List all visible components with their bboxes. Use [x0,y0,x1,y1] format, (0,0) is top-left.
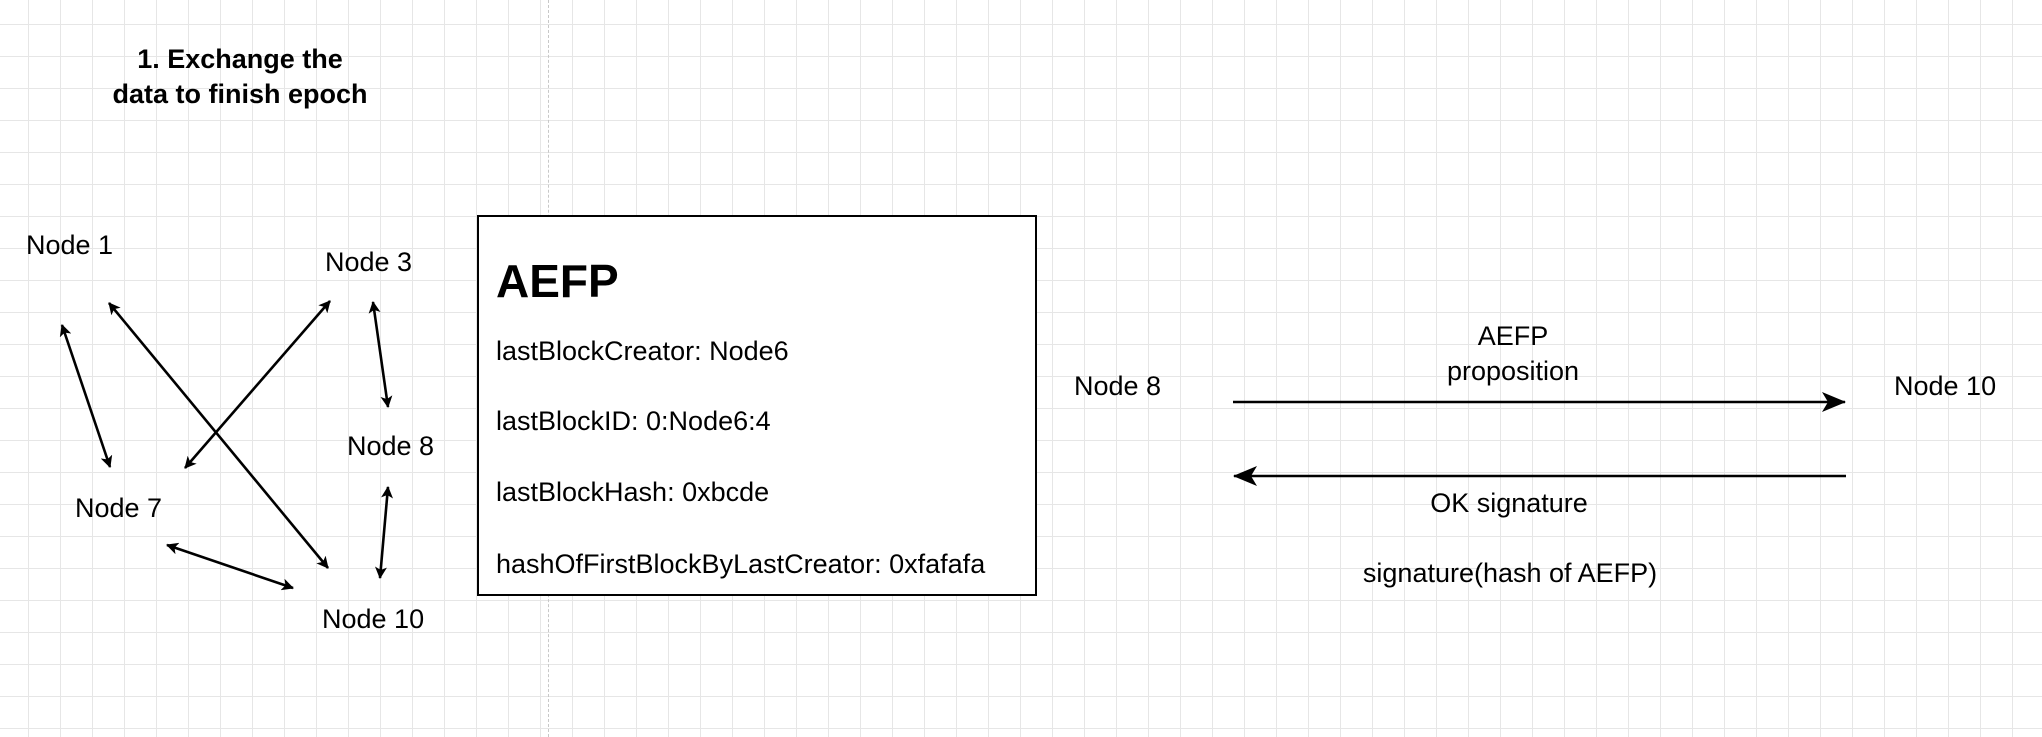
aefp-box: AEFP lastBlockCreator: Node6 lastBlockID… [477,215,1037,596]
aefp-field-last-block-hash: lastBlockHash: 0xbcde [496,477,770,507]
aefp-title: AEFP [496,255,619,307]
sender-node-8-label: Node 8 [1074,371,1162,401]
node-3-label: Node 3 [325,247,413,277]
arrow-node7-node10 [166,542,294,591]
receiver-node-10-label: Node 10 [1894,371,1997,401]
node-1-label: Node 1 [26,230,114,260]
aefp-field-hash-first-block: hashOfFirstBlockByLastCreator: 0xfafafa [496,549,986,579]
node-8-label: Node 8 [347,431,435,461]
arrow-node7-node3 [184,300,331,469]
arrow-node1-node7 [59,324,113,468]
aefp-field-last-block-creator: lastBlockCreator: Node6 [496,336,789,366]
arrow-node3-node8 [368,301,393,408]
node-10-label: Node 10 [322,604,425,634]
aefp-field-last-block-id: lastBlockID: 0:Node6:4 [496,406,771,436]
proposition-label-line1: AEFP [1477,321,1549,351]
proposition-label-line2: proposition [1446,356,1580,386]
step-heading: 1. Exchange the data to finish epoch [112,44,368,109]
arrow-node8-node10 [374,486,394,579]
ok-signature-label: OK signature [1430,488,1588,518]
signature-note: signature(hash of AEFP) [1362,558,1658,588]
